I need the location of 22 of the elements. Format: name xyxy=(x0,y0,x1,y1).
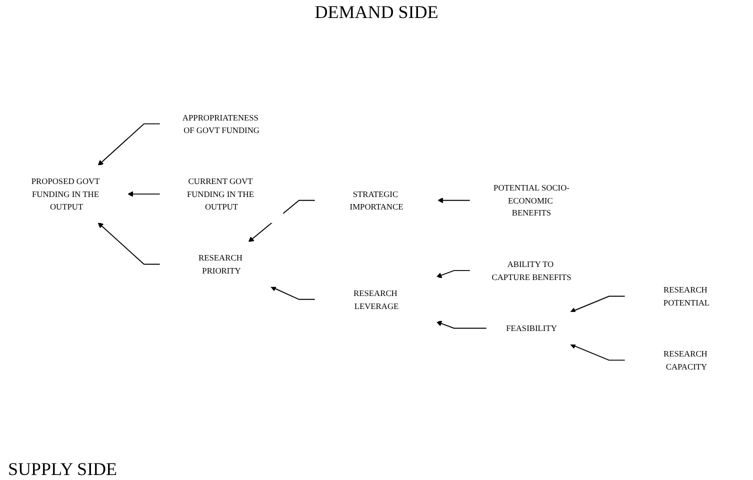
node-text: RESEARCH LEVERAGE xyxy=(354,288,399,310)
node-text: RESEARCH CAPACITY xyxy=(664,348,708,372)
node-text: ABILITY TO CAPTURE BENEFITS xyxy=(492,259,572,282)
side-label: DEMAND SIDE xyxy=(314,1,440,24)
node-text: PROPOSED GOVT FUNDING IN THE OUTPUT xyxy=(31,176,100,212)
arrow xyxy=(270,286,316,300)
node-text: RESEARCH POTENTIAL xyxy=(663,284,710,308)
arrow xyxy=(570,296,626,313)
node-text: FEASIBILITY xyxy=(506,323,557,333)
arrow xyxy=(98,222,161,265)
arrow xyxy=(436,320,488,329)
node-text: POTENTIAL SOCIO-ECONOMIC BENEFITS xyxy=(494,182,570,218)
node-text: CURRENT GOVT FUNDING IN THE OUTPUT xyxy=(186,176,254,212)
node-text: RESEARCH PRIORITY xyxy=(198,252,242,276)
arrow xyxy=(128,191,161,197)
arrow xyxy=(570,344,626,361)
node-text: STRATEGIC IMPORTANCE xyxy=(350,189,404,212)
side-label: SUPPLY SIDE xyxy=(7,458,118,480)
arrow xyxy=(438,198,471,204)
arrow xyxy=(98,123,161,166)
arrow xyxy=(436,270,471,278)
node-text: APPROPRIATENESS OF GOVT FUNDING xyxy=(182,112,260,135)
